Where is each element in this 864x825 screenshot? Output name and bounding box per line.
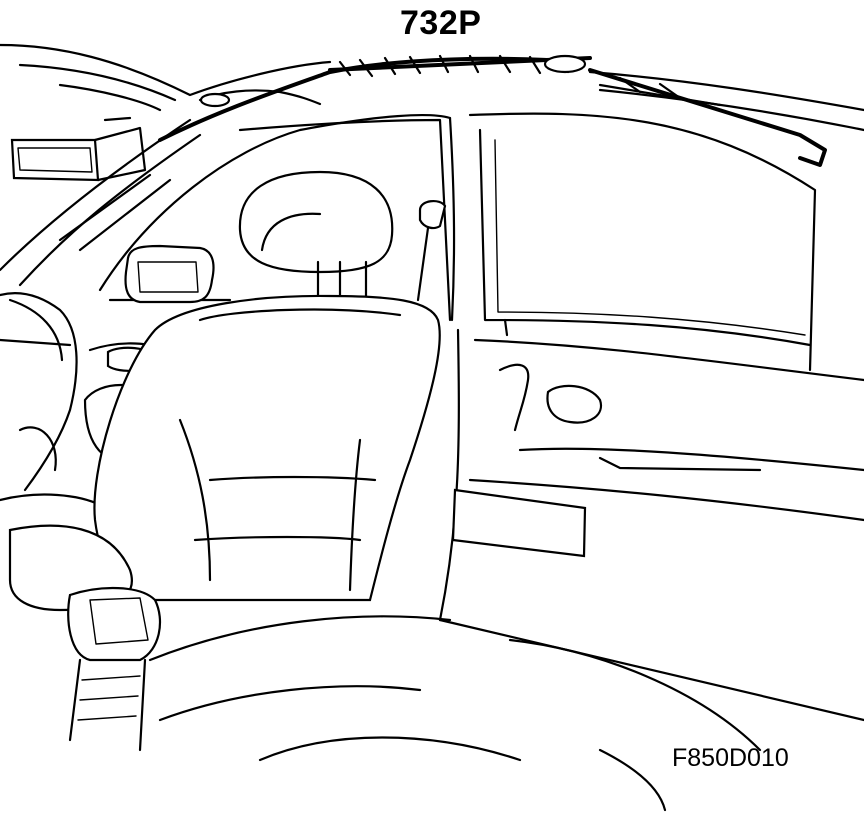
figure-code: F850D010 (672, 744, 789, 772)
front-window-frame (98, 114, 456, 322)
harness-callout-label: 732P (400, 4, 482, 42)
center-console (8, 524, 162, 752)
wiring-harness-icon (158, 54, 827, 167)
a-pillar (0, 118, 202, 287)
roof-lining (0, 43, 864, 132)
side-mirror-icon (124, 244, 215, 304)
rear-floor (148, 615, 667, 812)
overhead-console (10, 116, 147, 182)
car-seat-icon (93, 170, 441, 602)
door-panel-icon (438, 112, 864, 752)
seatbelt-guide (416, 200, 447, 302)
